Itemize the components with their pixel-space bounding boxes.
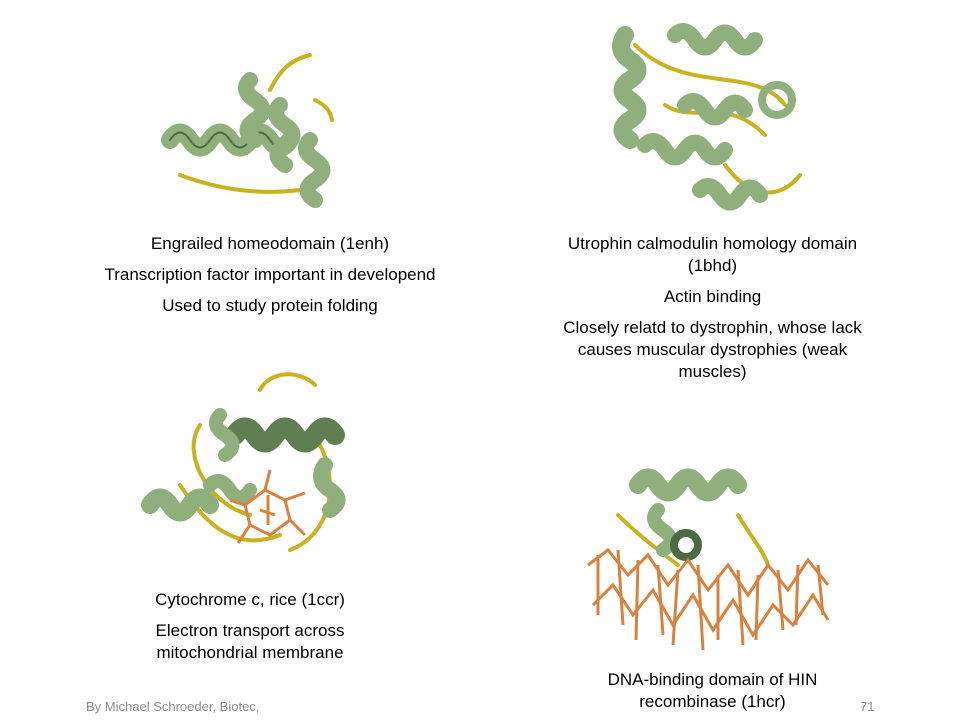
caption-hin-recombinase: DNA-binding domain of HIN recombinase (1… (560, 669, 865, 720)
caption-line: Closely relatd to dystrophin, whose lack… (563, 318, 862, 381)
utrophin-ch-domain-structure-image (605, 5, 815, 215)
caption-line: Actin binding (663, 287, 762, 306)
caption-engrailed-homeodomain: Engrailed homeodomain (1enh) Transcripti… (55, 233, 485, 326)
footer-author: By Michael Schroeder, Biotec, (86, 699, 260, 714)
engrailed-homeodomain-structure-image (160, 30, 365, 220)
slide-number: 71 (860, 699, 875, 714)
caption-line: Electron transport across mitochondrial … (155, 621, 345, 662)
cytochrome-c-structure-image (140, 365, 365, 570)
caption-title: Utrophin calmodulin homology domain (1bh… (567, 234, 858, 275)
caption-title: Engrailed homeodomain (1enh) (150, 234, 390, 253)
caption-line: Used to study protein folding (162, 296, 378, 315)
caption-title: DNA-binding domain of HIN recombinase (1… (607, 670, 818, 711)
caption-line: Transcription factor important in develo… (104, 265, 436, 284)
hin-recombinase-structure-image (578, 455, 840, 660)
caption-title: Cytochrome c, rice (1ccr) (155, 590, 345, 609)
caption-utrophin-ch-domain: Utrophin calmodulin homology domain (1bh… (560, 233, 865, 392)
caption-cytochrome-c: Cytochrome c, rice (1ccr) Electron trans… (115, 589, 385, 673)
